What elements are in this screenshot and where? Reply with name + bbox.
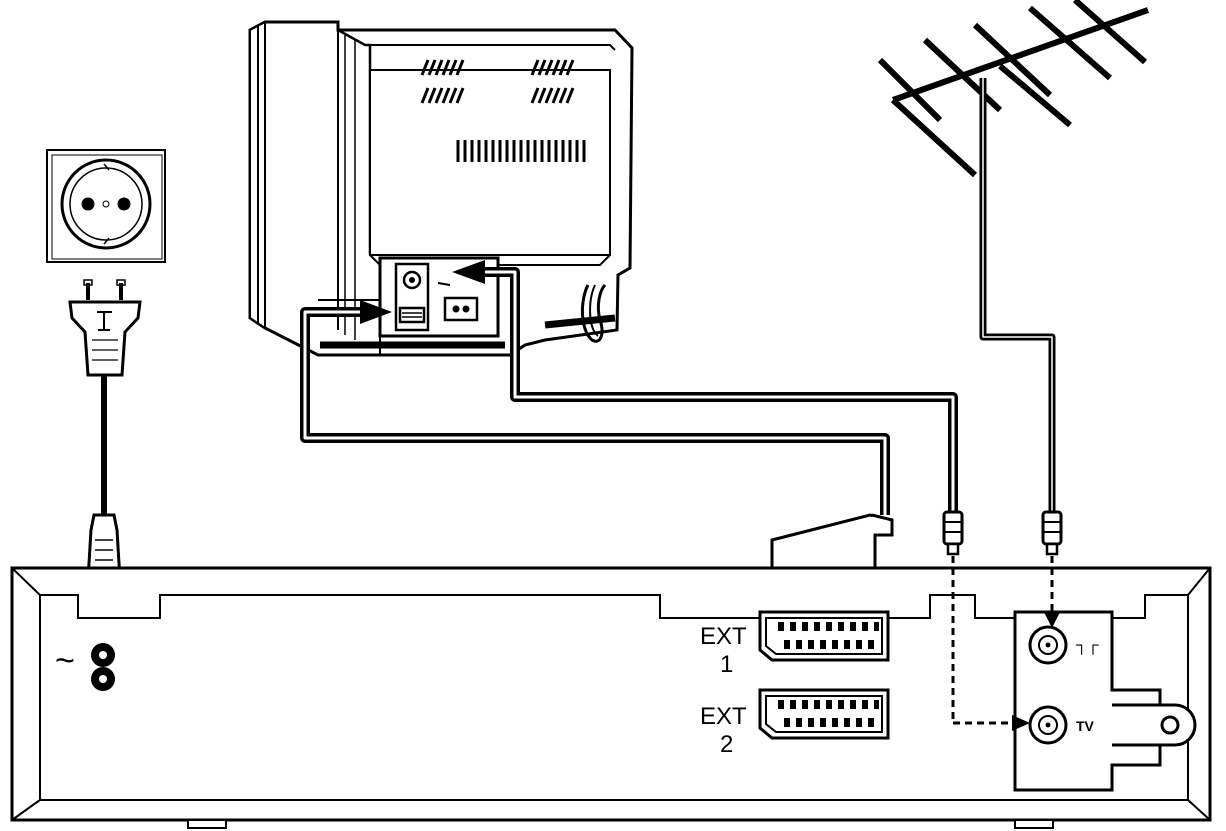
- wall-socket-icon: [46, 149, 166, 263]
- antenna-cable: [979, 78, 1056, 512]
- coax-plug-antenna: [1041, 510, 1063, 556]
- vcr-rear-panel: [10, 566, 1212, 829]
- antenna-symbol: ┐┌: [1075, 637, 1099, 656]
- ext1-socket: EXT 1: [700, 610, 890, 678]
- mains-symbol: ~: [55, 642, 75, 680]
- television-rear-icon: [248, 20, 634, 357]
- tv-label: TV: [1076, 718, 1095, 734]
- ext1-label-line1: EXT: [700, 623, 747, 650]
- ext2-label-line1: EXT: [700, 703, 747, 730]
- antenna-icon: [877, 0, 1149, 178]
- ext2-label-line2: 2: [720, 731, 733, 758]
- ext2-socket: EXT 2: [700, 688, 890, 758]
- mains-inlet-icon: ~: [55, 642, 115, 691]
- scart-arrow-icon: [360, 300, 392, 324]
- ext1-label-line2: 1: [720, 651, 733, 678]
- coax-plug-tv: [942, 510, 964, 556]
- rf-arrow-icon: [452, 260, 485, 284]
- antenna-in-arrow-icon: [1044, 612, 1060, 628]
- scart-plug-icon: [770, 513, 894, 582]
- dashed-guides: [951, 556, 1054, 725]
- mains-plug-icon: [68, 279, 142, 377]
- tv-out-arrow-icon: [1012, 715, 1030, 731]
- rf-module: ┐┌ TV: [1013, 610, 1197, 792]
